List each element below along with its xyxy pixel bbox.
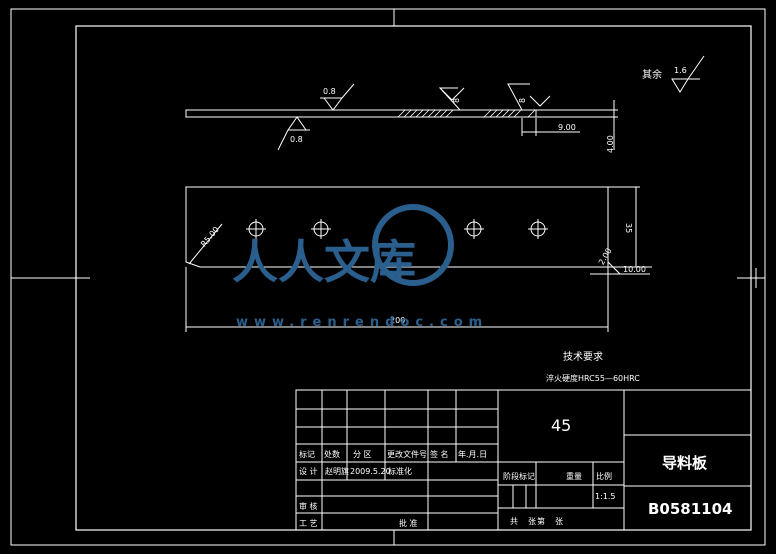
roughness-bottom-value: 0.8 bbox=[290, 135, 303, 144]
tb-standard: 标准化 bbox=[388, 466, 412, 476]
roughness-rest-value: 1.6 bbox=[674, 66, 687, 75]
roughness-symbol-bottom bbox=[277, 116, 307, 151]
tb-part-name: 导料板 bbox=[662, 454, 708, 472]
tb-total-sheets: 共 张第 张 bbox=[510, 516, 564, 526]
tb-designer: 赵明旗 bbox=[325, 466, 349, 476]
roughness-rest-label: 其余 bbox=[642, 68, 662, 81]
dim-r5-line bbox=[188, 223, 223, 265]
tb-change-doc: 更改文件号 bbox=[387, 449, 427, 459]
tb-material: 45 bbox=[551, 416, 571, 435]
tb-count: 处数 bbox=[324, 449, 340, 459]
tb-zone: 分 区 bbox=[353, 450, 372, 459]
hole-callout-2: 8 bbox=[518, 98, 527, 103]
watermark-url: www.renrendoc.com bbox=[236, 315, 488, 330]
tb-approve: 批 准 bbox=[399, 518, 418, 528]
dim-4: 4.00 bbox=[606, 135, 615, 153]
dim-small: 2.00 bbox=[597, 247, 614, 267]
tb-review: 审 核 bbox=[299, 501, 318, 511]
dim-200: 200 bbox=[390, 316, 405, 325]
dim-35: 35 bbox=[624, 223, 633, 233]
tb-drawing-no: B0581104 bbox=[648, 500, 733, 518]
dim-10: 10.00 bbox=[623, 265, 646, 274]
hole-callout-1: 8 bbox=[452, 98, 461, 103]
side-view-hatch bbox=[397, 109, 536, 118]
tb-design-date: 2009.5.20 bbox=[350, 467, 391, 476]
watermark-logo bbox=[372, 204, 454, 286]
tech-note: 淬火硬度HRC55—60HRC bbox=[546, 373, 640, 383]
outer-frame bbox=[10, 8, 766, 546]
tb-scale: 1:1.5 bbox=[595, 492, 616, 501]
plate-holes bbox=[246, 219, 548, 239]
roughness-symbol-top bbox=[323, 83, 355, 111]
tb-stage-mark: 阶段标记 bbox=[503, 471, 535, 481]
dim-9: 9.00 bbox=[558, 123, 576, 132]
roughness-top-value: 0.8 bbox=[323, 87, 336, 96]
dim-r5: R5.00 bbox=[199, 225, 221, 249]
tech-title: 技术要求 bbox=[563, 350, 603, 363]
tb-design: 设 计 bbox=[299, 466, 318, 476]
tb-scale-label: 比例 bbox=[596, 471, 612, 481]
side-view-strip bbox=[185, 109, 537, 118]
tb-date: 年.月.日 bbox=[458, 449, 487, 459]
tb-sign: 签 名 bbox=[430, 449, 449, 459]
hole-leader-2 bbox=[507, 83, 530, 111]
watermark-brand: 人人文库 bbox=[232, 235, 416, 289]
tb-mark: 标记 bbox=[299, 449, 315, 459]
tb-process: 工 艺 bbox=[299, 519, 318, 528]
tb-weight: 重量 bbox=[566, 471, 582, 481]
title-block bbox=[295, 389, 752, 531]
